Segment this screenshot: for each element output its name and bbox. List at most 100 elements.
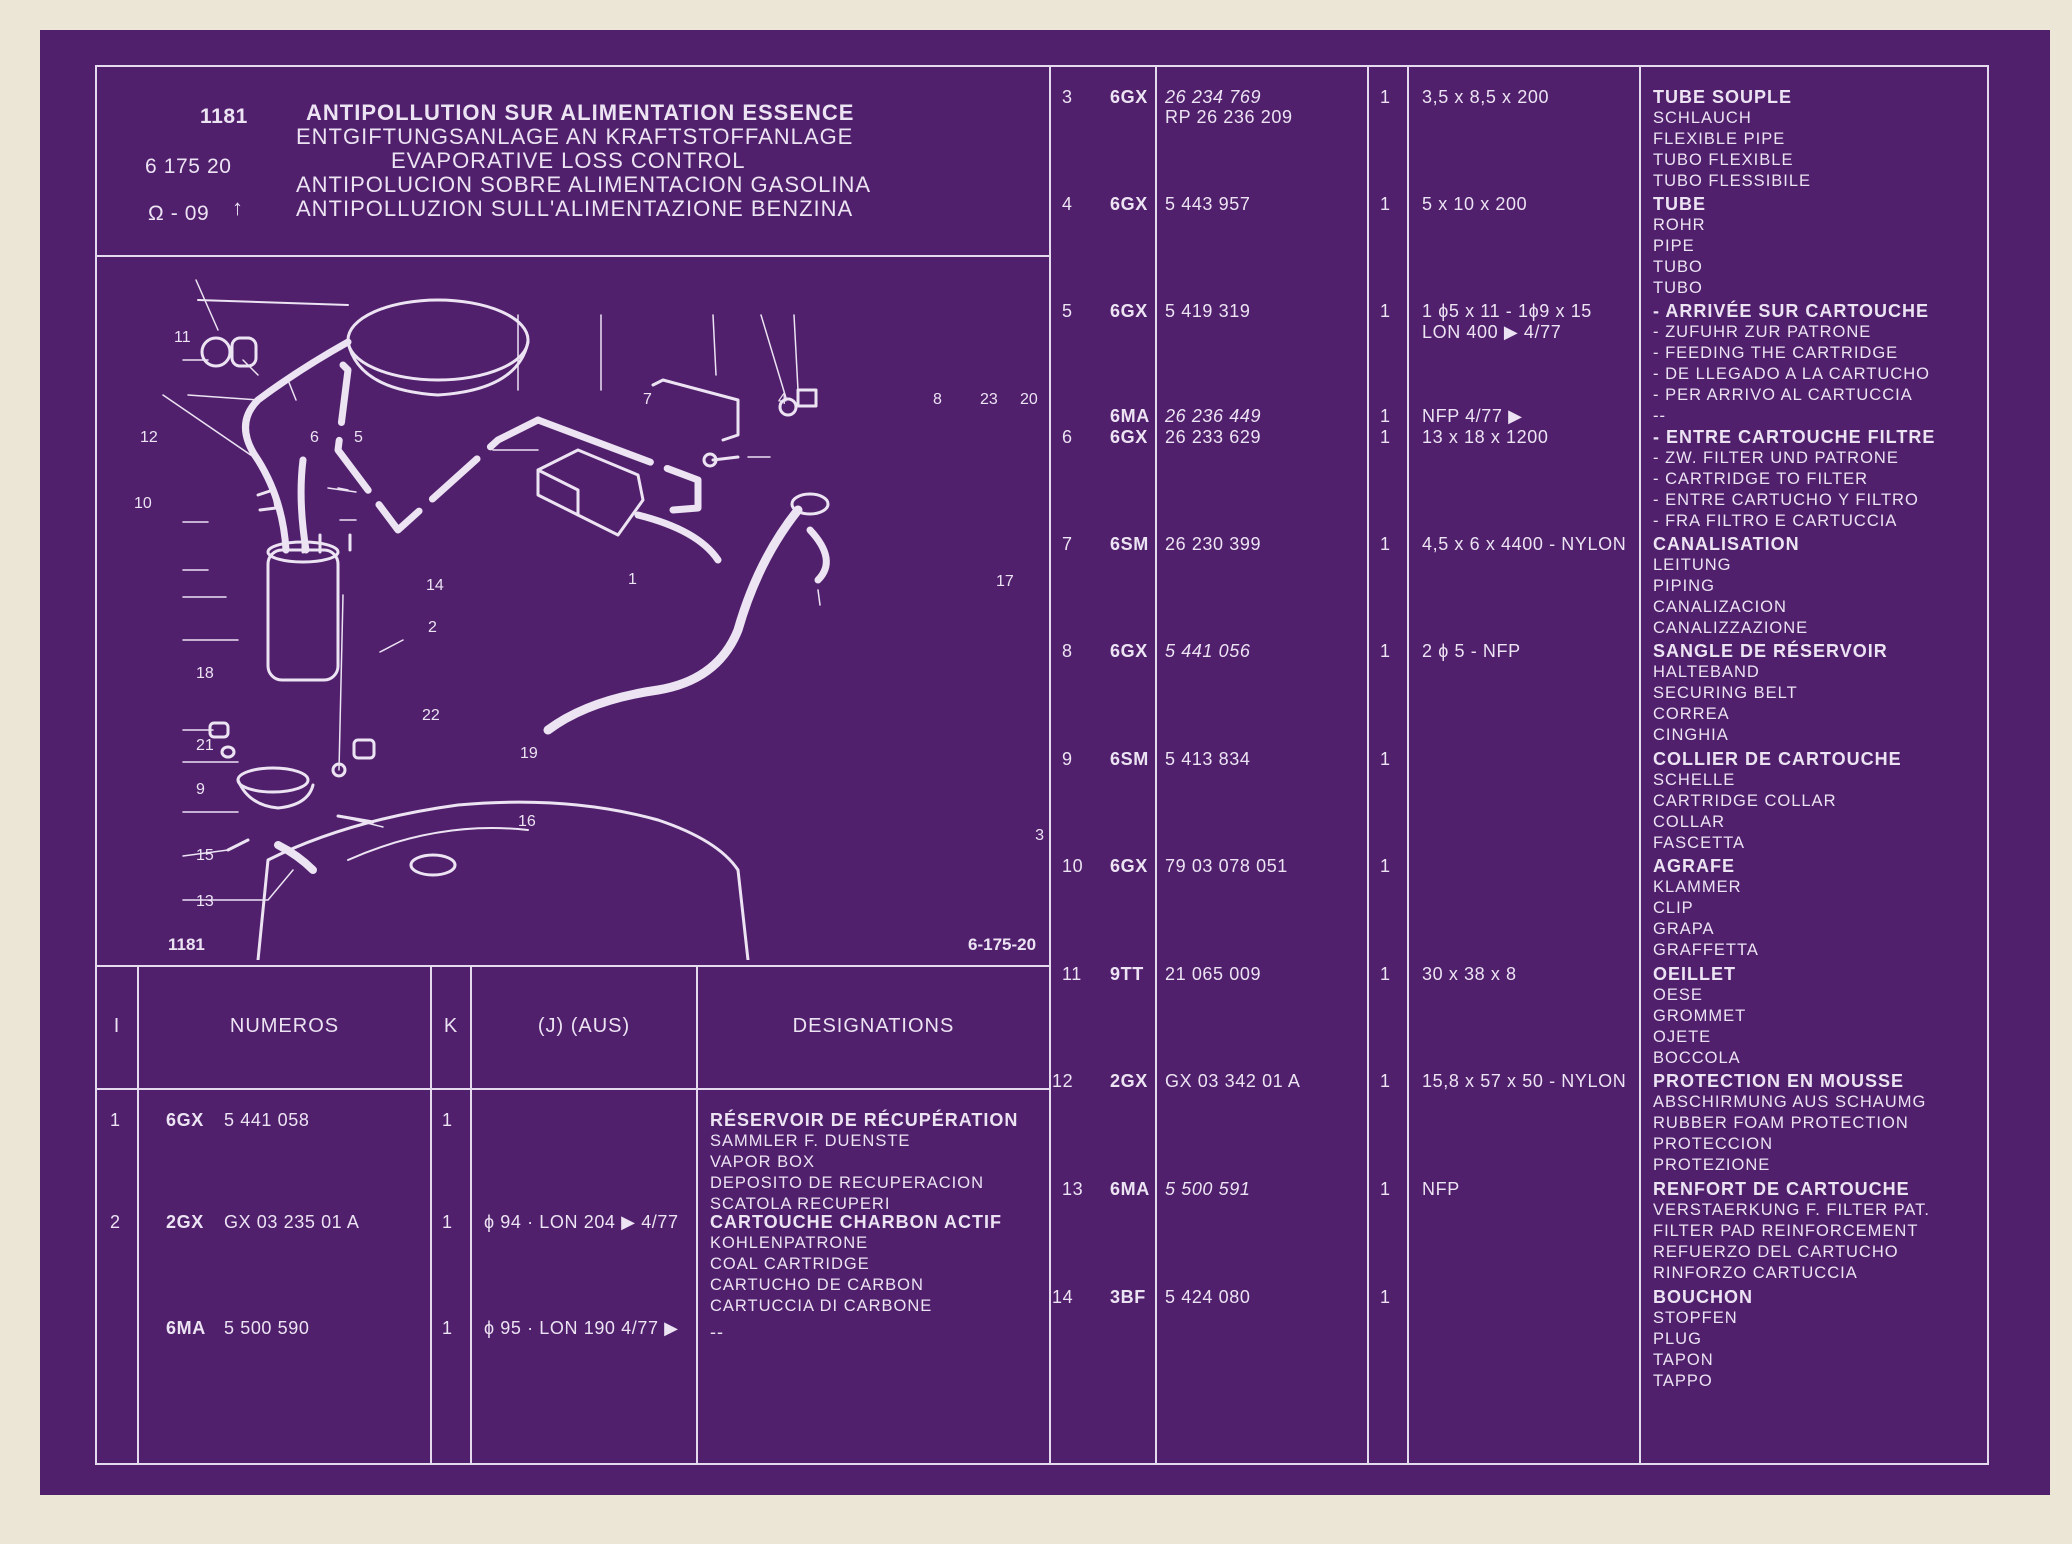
col-line	[1407, 67, 1409, 1463]
quantity: 1	[1380, 406, 1391, 426]
quantity: 1	[1380, 749, 1391, 769]
callout-3: 3	[1035, 827, 1044, 844]
row-index: 9	[1062, 749, 1073, 769]
tank-seam	[347, 827, 529, 861]
col-line	[696, 965, 698, 1463]
callout-13: 13	[196, 893, 214, 910]
row-index: 14	[1052, 1287, 1074, 1307]
row-index: 13	[1062, 1179, 1084, 1199]
leader-lines	[162, 279, 821, 901]
callout-4: 4	[778, 391, 787, 408]
row-index: 10	[1062, 856, 1084, 876]
row-index: 6	[1062, 427, 1073, 447]
col-header-aus: (J) (AUS)	[537, 1015, 631, 1037]
column-header-divider	[97, 1088, 1049, 1090]
part-number: 79 03 078 051	[1165, 856, 1288, 876]
quantity: 1	[1380, 856, 1391, 876]
row-index: 7	[1062, 534, 1073, 554]
part-number: 5 441 056	[1165, 641, 1251, 661]
pipe-7	[334, 361, 542, 534]
title-de: ENTGIFTUNGSANLAGE AN KRAFTSTOFFANLAGE	[296, 124, 854, 149]
part-number: GX 03 235 01 A	[224, 1212, 360, 1232]
part-number: 5 441 058	[224, 1110, 310, 1130]
callout-19: 19	[520, 745, 538, 762]
diagram-codes: 1181 6-175-20	[168, 935, 1036, 954]
pad-13	[274, 841, 317, 874]
title-it: ANTIPOLLUZION SULL'ALIMENTAZIONE BENZINA	[296, 196, 854, 221]
bracket-8	[651, 378, 740, 442]
part-prefix: 6MA	[166, 1318, 206, 1338]
callout-8: 8	[933, 391, 942, 408]
callout-22: 22	[422, 707, 440, 724]
quantity: 1	[442, 1110, 453, 1130]
callout-6: 6	[310, 429, 319, 446]
quantity: 1	[1380, 641, 1391, 661]
grommet-sleeve	[230, 336, 258, 368]
designation: - ENTRE CARTOUCHE FILTRE- ZW. FILTER UND…	[1653, 427, 1936, 530]
quantity: 1	[1380, 1287, 1391, 1307]
panel-divider	[1049, 67, 1051, 1463]
part-number: GX 03 342 01 A	[1165, 1071, 1301, 1091]
part-number: 26 234 769	[1165, 87, 1262, 107]
dimensions: 15,8 x 57 x 50 - NYLON	[1422, 1071, 1627, 1091]
col-header-i: I	[113, 1015, 121, 1037]
bolt-head	[702, 452, 718, 468]
row-index: 5	[1062, 301, 1073, 321]
part-prefix: 6SM	[1110, 749, 1149, 769]
outer-frame	[95, 65, 1989, 1465]
air-filter-housing	[346, 298, 530, 382]
part-prefix: 6GX	[1110, 87, 1148, 107]
designation: --	[710, 1322, 724, 1342]
filler-neck	[543, 505, 803, 735]
row-index: 8	[1062, 641, 1073, 661]
dimensions: 1 ϕ5 x 11 - 1ϕ9 x 15	[1422, 301, 1592, 321]
callout-16: 16	[518, 813, 536, 830]
air-filter-body	[346, 340, 530, 397]
part-prefix: 6GX	[1110, 427, 1148, 447]
hose-3a	[634, 511, 722, 564]
callout-18: 18	[196, 665, 214, 682]
hose-5	[297, 456, 310, 554]
quantity: 1	[1380, 534, 1391, 554]
tank-sender	[409, 853, 457, 877]
col-line	[1639, 67, 1641, 1463]
col-line	[1155, 67, 1157, 1463]
diagram-divider	[97, 965, 1049, 967]
callout-20: 20	[1020, 391, 1038, 408]
quantity: 1	[1380, 964, 1391, 984]
collar-9-band	[236, 778, 315, 810]
col-line	[430, 965, 432, 1463]
part-number: 5 500 591	[1165, 1179, 1251, 1199]
dimensions: 5 x 10 x 200	[1422, 194, 1528, 214]
part-number: 21 065 009	[1165, 964, 1262, 984]
callout-1: 1	[628, 571, 637, 588]
part-prefix: 2GX	[1110, 1071, 1148, 1091]
quantity: 1	[1380, 1071, 1391, 1091]
part-number: 5 413 834	[1165, 749, 1251, 769]
row-index: 4	[1062, 194, 1073, 214]
part-number: 5 443 957	[1165, 194, 1251, 214]
part-prefix: 6MA	[1110, 406, 1150, 426]
callout-7: 7	[643, 391, 652, 408]
part-prefix: 2GX	[166, 1212, 204, 1232]
part-number: 26 233 629	[1165, 427, 1262, 447]
part-prefix: 6GX	[1110, 856, 1148, 876]
col-line	[137, 965, 139, 1463]
callout-labels: 11 12 6 5 10 7 4 8 23 20 1 14 17 2 18 21…	[134, 329, 1044, 910]
part-prefix: 6GX	[1110, 641, 1148, 661]
callout-5: 5	[354, 429, 363, 446]
dimensions: 2 ϕ 5 - NFP	[1422, 641, 1521, 661]
quantity: 1	[442, 1212, 453, 1232]
sheet-mark: Ω - 09	[148, 202, 210, 225]
quantity: 1	[1380, 194, 1391, 214]
callout-15: 15	[196, 847, 214, 864]
callout-2: 2	[428, 619, 437, 636]
quantity: 1	[1380, 1179, 1391, 1199]
part-21	[220, 745, 236, 759]
exploded-parts-diagram: 11 12 6 5 10 7 4 8 23 20 1 14 17 2 18 21…	[134, 279, 1044, 960]
